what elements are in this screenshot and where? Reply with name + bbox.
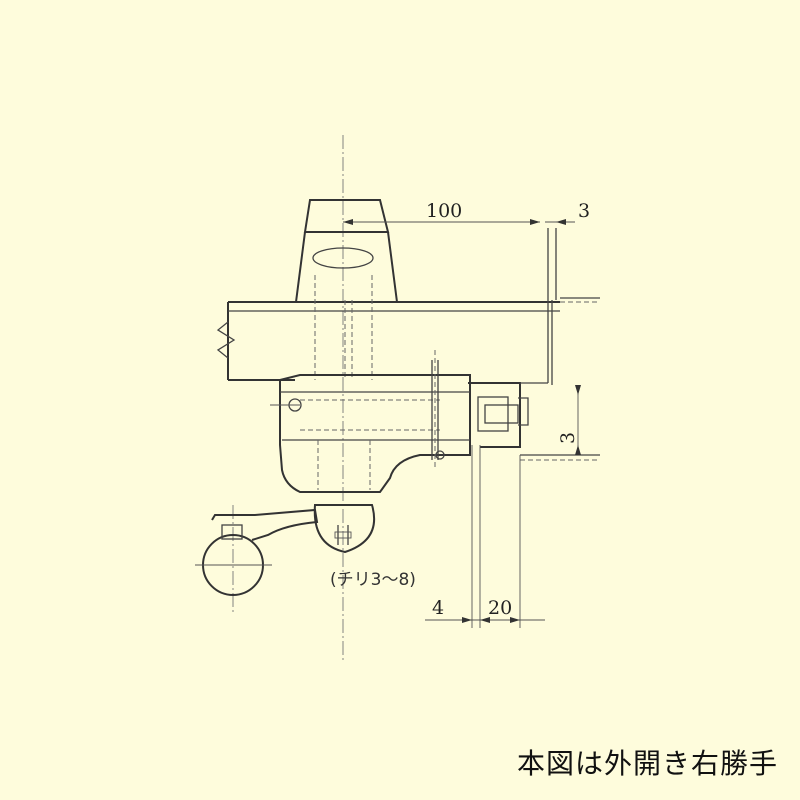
spindle-cap (295, 199, 398, 380)
closer-arm (195, 508, 319, 596)
dim-label-20: 20 (488, 597, 512, 619)
bottom-dimensions: 4 20 (425, 445, 545, 628)
door-frame-section (216, 297, 600, 461)
dim-label-100: 100 (426, 200, 462, 222)
dim-label-3: 3 (578, 200, 590, 222)
pivot-cap (313, 504, 376, 554)
closer-body (270, 350, 471, 493)
caption: 本図は外開き右勝手 (516, 747, 778, 780)
mounting-bracket (468, 228, 557, 448)
dim-label-4: 4 (432, 597, 444, 619)
side-dimension: 3 (557, 385, 581, 455)
dimension-100: 100 3 (343, 200, 590, 225)
dim-label-side: 3 (557, 432, 579, 444)
clearance-note: (チリ3～8) (330, 570, 416, 590)
